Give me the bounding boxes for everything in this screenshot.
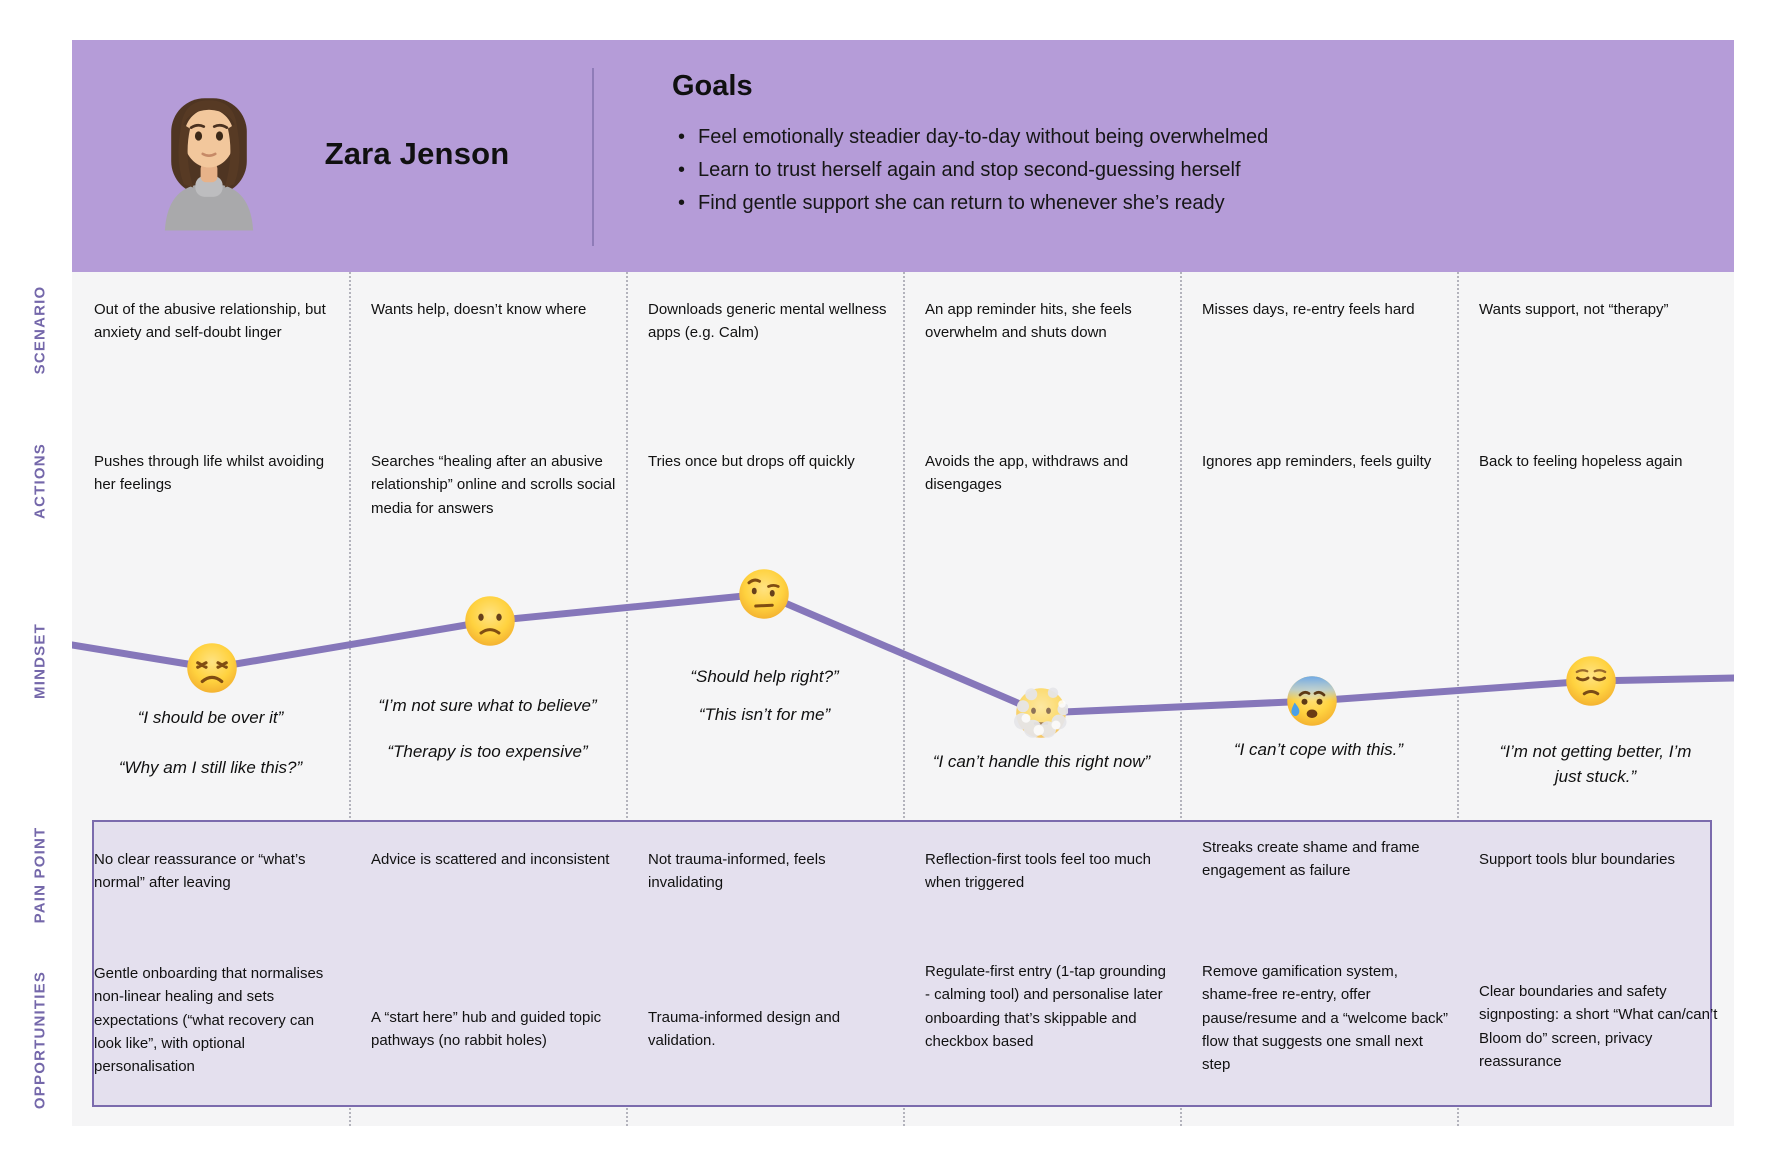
- action-cell: Searches “healing after an abusive relat…: [371, 453, 616, 517]
- journey-line: [72, 590, 1734, 717]
- mindset-quote: “I’m not sure what to believe”: [378, 696, 597, 715]
- mindset-quote: “I should be over it”: [137, 708, 284, 727]
- action-cell: Ignores app reminders, feels guilty: [1202, 453, 1432, 470]
- mindset-quote: “Should help right?”: [690, 667, 839, 686]
- scenario-cell: Misses days, re-entry feels hard: [1202, 301, 1415, 318]
- goal-item: Learn to trust herself again and stop se…: [672, 154, 1692, 187]
- row-label-actions: ACTIONS: [31, 443, 49, 519]
- opportunity-cell: Remove gamification system, shame-free r…: [1202, 963, 1448, 1073]
- mindset-quote: “This isn’t for me”: [698, 705, 831, 724]
- action-cell: Pushes through life whilst avoiding her …: [94, 453, 325, 494]
- column-divider: [1180, 272, 1182, 1126]
- slightly-frowning-face-icon: [465, 596, 515, 646]
- persona-name: Zara Jenson: [324, 136, 510, 171]
- scenario-cell: An app reminder hits, she feels overwhel…: [925, 301, 1132, 342]
- pain-point-cell: Not trauma-informed, feels invalidating: [648, 851, 826, 892]
- opportunity-cell: Gentle onboarding that normalises non-li…: [94, 965, 324, 1075]
- opportunity-cell: Regulate-first entry (1-tap grounding - …: [925, 963, 1166, 1050]
- pensive-face-icon: [1566, 656, 1616, 706]
- scenario-cell: Downloads generic mental wellness apps (…: [648, 301, 887, 342]
- scenario-cell: Wants help, doesn’t know where: [371, 301, 587, 318]
- persevering-face-icon: [187, 643, 237, 693]
- action-cell: Back to feeling hopeless again: [1479, 453, 1683, 470]
- goal-item: Feel emotionally steadier day-to-day wit…: [672, 121, 1692, 154]
- pain-point-cell: Streaks create shame and frame engagemen…: [1202, 839, 1420, 880]
- opportunity-cell: A “start here” hub and guided topic path…: [371, 1009, 602, 1050]
- mindset-quote: “I can’t handle this right now”: [932, 752, 1151, 771]
- column-divider: [626, 272, 628, 1126]
- persona-avatar: [164, 98, 254, 231]
- action-cell: Tries once but drops off quickly: [648, 453, 855, 470]
- goals-title: Goals: [672, 70, 753, 102]
- column-divider: [903, 272, 905, 1126]
- goals-section: Goals Feel emotionally steadier day-to-d…: [672, 70, 1692, 220]
- mindset-quote: “Why am I still like this?”: [118, 758, 303, 777]
- pain-opportunity-box: [92, 820, 1712, 1107]
- face-with-raised-eyebrow-icon: [739, 569, 789, 619]
- opportunity-cell: Clear boundaries and safety signposting:…: [1479, 983, 1718, 1070]
- pain-point-cell: No clear reassurance or “what’s normal” …: [94, 851, 306, 892]
- row-label-pain-point: PAIN POINT: [31, 826, 49, 924]
- header-divider: [592, 68, 594, 246]
- column-divider: [1457, 272, 1459, 1126]
- opportunity-cell: Trauma-informed design and validation.: [648, 1009, 841, 1050]
- mindset-quote: “I can’t cope with this.”: [1233, 740, 1404, 759]
- row-label-opportunities: OPPORTUNITIES: [31, 970, 49, 1110]
- persona-header: Zara Jenson Goals Feel emotionally stead…: [72, 40, 1734, 272]
- pain-point-cell: Support tools blur boundaries: [1479, 851, 1675, 868]
- mindset-quote: “I’m not getting better, I’m just stuck.…: [1499, 742, 1692, 786]
- row-label-mindset: MINDSET: [31, 623, 49, 699]
- anxious-face-with-sweat-icon: [1287, 676, 1337, 726]
- pain-point-cell: Advice is scattered and inconsistent: [371, 851, 610, 868]
- goals-list: Feel emotionally steadier day-to-day wit…: [672, 121, 1692, 220]
- action-cell: Avoids the app, withdraws and disengages: [925, 453, 1129, 494]
- scenario-cell: Out of the abusive relationship, but anx…: [94, 301, 326, 342]
- face-in-clouds-icon: [1014, 687, 1068, 738]
- scenario-cell: Wants support, not “therapy”: [1479, 301, 1669, 318]
- row-label-scenario: SCENARIO: [31, 285, 49, 375]
- pain-point-cell: Reflection-first tools feel too much whe…: [925, 851, 1151, 892]
- goal-item: Find gentle support she can return to wh…: [672, 187, 1692, 220]
- column-divider: [349, 272, 351, 1126]
- mindset-quote: “Therapy is too expensive”: [387, 742, 588, 761]
